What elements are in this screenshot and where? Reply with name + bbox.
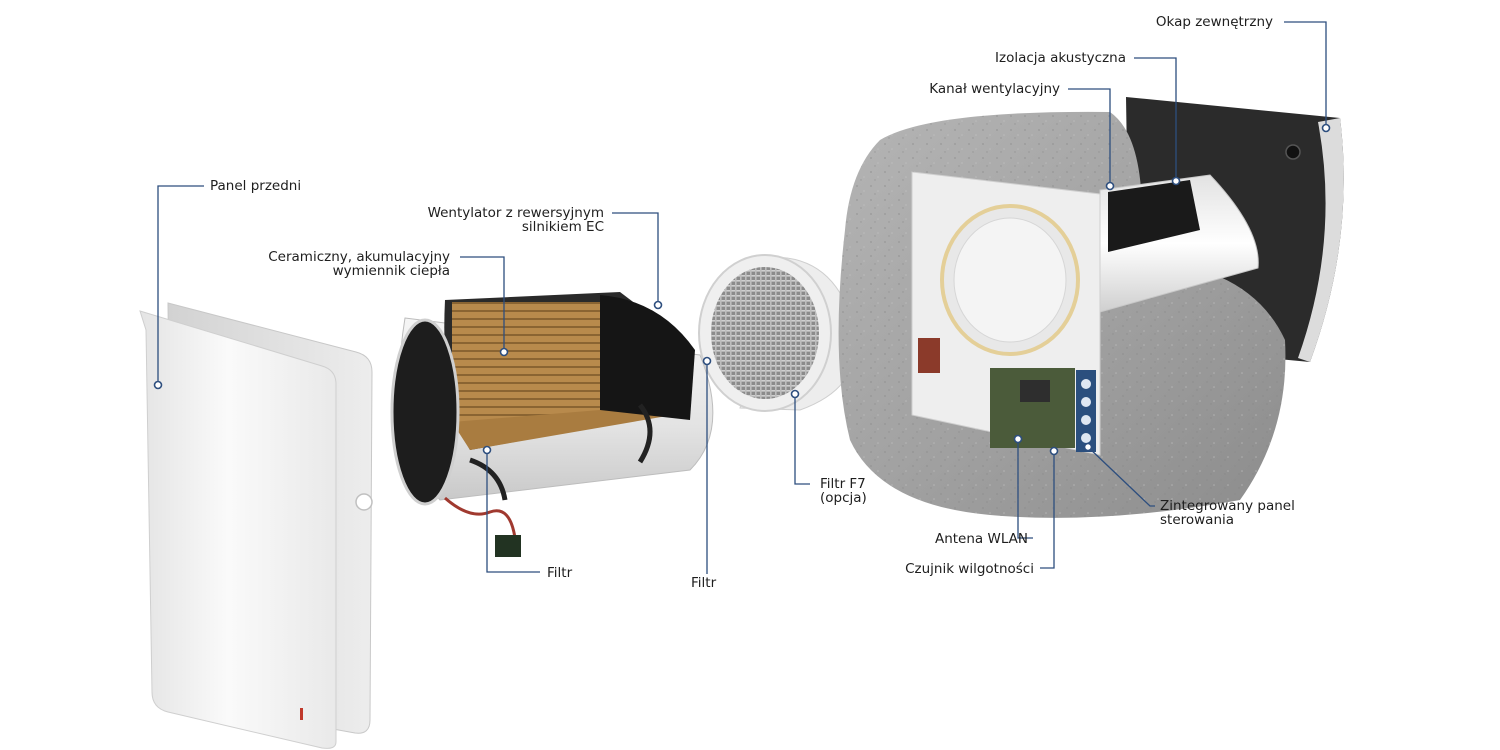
- label-wentylator-line-1: Wentylator z rewersyjnym: [427, 205, 604, 221]
- leader-wentylator: [612, 212, 659, 305]
- label-ceramiczny: Ceramiczny, akumulacyjny wymiennik ciepł…: [268, 250, 450, 278]
- label-izolacja-text: Izolacja akustyczna: [995, 50, 1126, 66]
- control-buttons-strip: [1076, 370, 1096, 452]
- label-okap-text: Okap zewnętrzny: [1155, 14, 1273, 30]
- label-panel-przedni: Panel przedni: [210, 179, 301, 193]
- label-filtr-mid-text: Filtr: [691, 575, 717, 591]
- terminal-block: [918, 338, 940, 373]
- dot-czujnik: [1049, 446, 1059, 456]
- label-filtr-mid: Filtr: [691, 576, 716, 590]
- front-panel-cover: [139, 310, 337, 749]
- label-antena: Antena WLAN: [935, 532, 1028, 546]
- f7-filter-illustration: [698, 254, 857, 412]
- label-wentylator-line-2: silnikiem EC: [521, 219, 604, 235]
- panel-indicator-led: [300, 708, 303, 720]
- label-zintegrowany: Zintegrowany panel sterowania: [1160, 499, 1295, 527]
- label-izolacja: Izolacja akustyczna: [995, 51, 1126, 65]
- label-wentylator: Wentylator z rewersyjnym silnikiem EC: [428, 206, 604, 234]
- control-button-2: [1081, 397, 1091, 407]
- dot-zintegrowany: [1083, 442, 1093, 452]
- leader-zintegrowany: [1087, 446, 1155, 507]
- label-ceramiczny-line-2: wymiennik ciepła: [332, 263, 450, 279]
- dot-antena: [1013, 434, 1023, 444]
- label-zintegrowany-line-1: Zintegrowany panel: [1160, 498, 1295, 514]
- leader-filtr-f7: [794, 394, 810, 485]
- dot-filtr-mid: [702, 356, 712, 366]
- exchanger-end-cap: [390, 318, 460, 506]
- leader-izolacja: [1134, 57, 1177, 181]
- dot-wentylator: [653, 300, 663, 310]
- leader-ceramiczny: [460, 256, 505, 352]
- dot-filtr-f7: [790, 389, 800, 399]
- exchanger-band-1: [469, 457, 508, 501]
- leader-panel-przedni: [157, 185, 204, 385]
- label-okap: Okap zewnętrzny: [1156, 15, 1273, 29]
- label-panel-przedni-text: Panel przedni: [210, 178, 302, 194]
- leader-lines: [157, 21, 1327, 574]
- label-antena-text: Antena WLAN: [934, 531, 1028, 547]
- exchanger-connector: [495, 535, 521, 557]
- leader-okap: [1284, 21, 1327, 128]
- channel-dark-gap: [1108, 180, 1200, 252]
- label-kanal: Kanał wentylacyjny: [929, 82, 1060, 96]
- label-filtr-f7-line-1: Filtr F7: [820, 476, 866, 492]
- frame-duct-inner: [953, 217, 1067, 343]
- heat-exchanger-illustration: [390, 292, 714, 557]
- leader-czujnik: [1040, 451, 1055, 569]
- control-button-4: [1081, 433, 1091, 443]
- dot-kanal: [1105, 181, 1115, 191]
- f7-filter-mesh: [711, 267, 819, 399]
- exchanger-cable: [444, 496, 517, 539]
- outer-hood-rim: [1298, 118, 1344, 362]
- dot-izolacja: [1171, 176, 1181, 186]
- label-filtr-left: Filtr: [547, 566, 572, 580]
- label-ceramiczny-line-1: Ceramiczny, akumulacyjny: [268, 249, 450, 265]
- dot-ceramiczny: [499, 347, 509, 357]
- front-panel-illustration: [139, 302, 373, 749]
- panel-screw-hole: [355, 493, 373, 511]
- leader-antena: [1017, 439, 1033, 539]
- hood-bolt: [1285, 144, 1301, 160]
- dot-filtr-left: [482, 445, 492, 455]
- label-filtr-f7: Filtr F7 (opcja): [820, 477, 867, 505]
- leader-kanal: [1068, 88, 1111, 186]
- label-czujnik: Czujnik wilgotności: [905, 562, 1034, 576]
- pcb-chip: [1020, 380, 1050, 402]
- label-filtr-left-text: Filtr: [547, 565, 573, 581]
- label-czujnik-text: Czujnik wilgotności: [905, 561, 1034, 577]
- leader-filtr-left: [486, 450, 540, 573]
- leader-dots: [153, 123, 1331, 456]
- wall-unit-illustration: [838, 97, 1344, 518]
- label-filtr-f7-line-2: (opcja): [820, 490, 867, 506]
- control-button-1: [1081, 379, 1091, 389]
- label-kanal-text: Kanał wentylacyjny: [929, 81, 1060, 97]
- ceramic-core: [452, 302, 600, 422]
- label-zintegrowany-line-2: sterowania: [1160, 512, 1235, 528]
- fan-housing: [600, 295, 695, 420]
- dot-okap: [1321, 123, 1331, 133]
- exchanger-band-2: [637, 403, 653, 464]
- dot-panel-przedni: [153, 380, 163, 390]
- control-button-3: [1081, 415, 1091, 425]
